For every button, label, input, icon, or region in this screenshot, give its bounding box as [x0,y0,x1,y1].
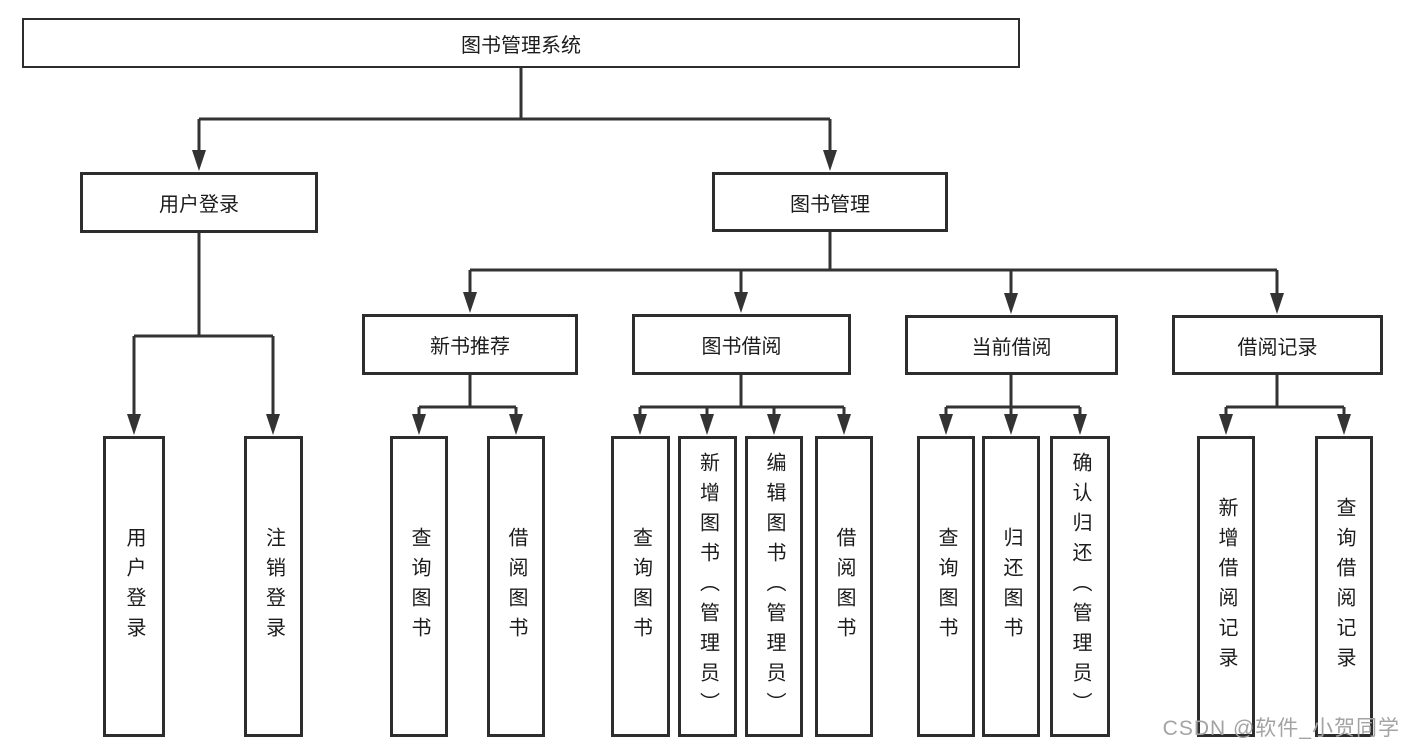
node-leaf-confirm-return-admin: 确认归还（管理员） [1050,436,1110,737]
node-leaf-edit-books-admin: 编辑图书（管理员） [745,436,803,737]
node-leaf-return-books: 归还图书 [982,436,1040,737]
node-label: 确认归还（管理员） [1069,451,1091,722]
connector-borrowing-to-leaves [638,375,846,416]
node-label: 注销登录 [262,526,285,647]
node-label: 用户登录 [159,194,239,216]
node-book-management-system: 图书管理系统 [22,18,1020,68]
node-label: 图书借阅 [701,336,782,358]
node-leaf-logout: 注销登录 [244,436,303,737]
node-leaf-query-books-borrowing: 查询图书 [611,436,670,737]
node-label: 借阅图书 [505,526,527,647]
node-leaf-borrow-books: 借阅图书 [815,436,873,737]
node-book-management-branch: 图书管理 [712,172,948,232]
node-label: 新增借阅记录 [1215,496,1237,677]
node-label: 查询图书 [408,526,430,647]
node-label: 新书推荐 [430,336,510,358]
node-user-login-branch: 用户登录 [80,172,318,233]
connector-root-to-level2 [197,68,832,152]
node-label: 借阅图书 [833,526,855,647]
node-label: 新增图书（管理员） [696,451,719,722]
node-leaf-query-books-recommend: 查询图书 [390,436,448,737]
node-current-borrowing: 当前借阅 [905,315,1118,375]
connector-login-to-leaves [132,233,275,416]
node-label: 图书管理系统 [461,34,581,57]
watermark-text: CSDN @软件_小贺同学 [1162,717,1400,740]
node-borrowing-records: 借阅记录 [1172,315,1383,375]
node-leaf-query-borrow-record: 查询借阅记录 [1315,436,1373,737]
node-label: 借阅记录 [1237,336,1318,359]
node-label: 查询图书 [935,526,957,647]
connector-current-to-leaves [944,375,1082,416]
node-leaf-add-borrow-record: 新增借阅记录 [1197,436,1255,737]
node-label: 当前借阅 [971,336,1052,359]
node-leaf-query-books-current: 查询图书 [917,436,975,737]
node-book-borrowing: 图书借阅 [632,314,851,375]
arrowheads [127,150,1351,435]
node-label: 用户登录 [123,526,145,647]
node-label: 查询图书 [629,526,652,647]
node-new-book-recommendation: 新书推荐 [362,314,578,375]
node-label: 编辑图书（管理员） [763,451,785,722]
connector-records-to-leaves [1224,375,1346,416]
node-label: 归还图书 [1000,526,1022,647]
node-leaf-user-login: 用户登录 [103,436,165,737]
node-leaf-borrow-books-recommend: 借阅图书 [487,436,545,737]
connector-newbook-to-leaves [417,375,518,416]
node-leaf-add-books-admin: 新增图书（管理员） [678,436,737,737]
node-label: 图书管理 [790,193,870,216]
node-label: 查询借阅记录 [1333,496,1355,677]
connector-mgmt-to-level3 [468,232,1279,295]
